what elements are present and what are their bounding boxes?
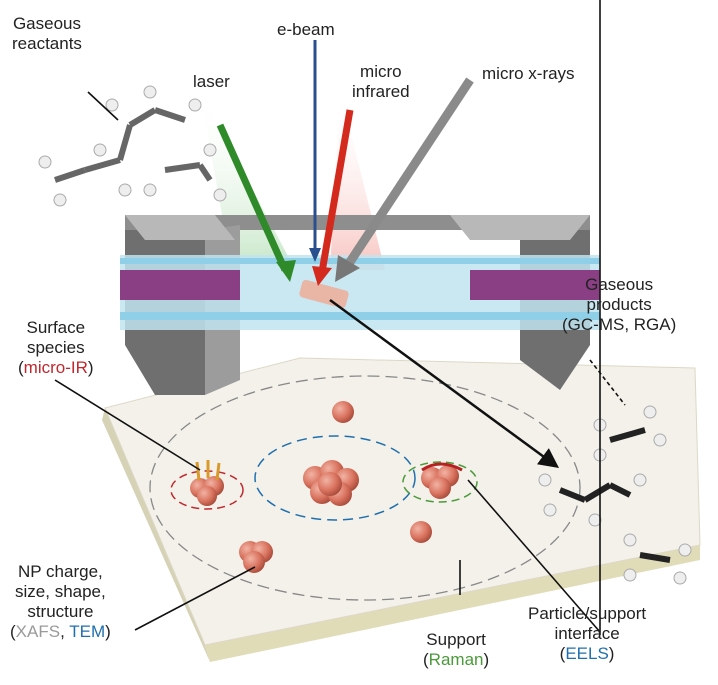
label-line: size, shape,: [15, 582, 106, 601]
technique-tem: TEM: [69, 622, 106, 641]
label-line: (GC-MS, RGA): [562, 315, 677, 334]
label-support: Support(Raman): [423, 630, 489, 670]
blue-dashed-ring: [254, 435, 416, 521]
reactant-molecules: [38, 85, 227, 207]
label-line: infrared: [352, 82, 410, 101]
leader-lines: [54, 0, 626, 635]
label-laser: laser: [193, 72, 230, 91]
green-dashed-ring: [402, 461, 478, 503]
label-line: Support: [426, 630, 486, 649]
support-plate: [102, 357, 701, 662]
beams: [216, 40, 560, 468]
label-line: (XAFS, TEM): [10, 622, 111, 641]
label-line: micro: [360, 62, 402, 81]
technique-eels: EELS: [565, 644, 609, 663]
product-flow-arrow: [329, 298, 560, 468]
technique-raman: Raman: [428, 650, 484, 669]
label-line: reactants: [12, 34, 82, 53]
label-line: (EELS): [559, 644, 615, 663]
label-micro-xrays: micro x-rays: [482, 64, 575, 83]
xray-beam: [344, 77, 474, 268]
label-line: products: [586, 295, 652, 314]
infrared-beam: [318, 109, 354, 273]
label-line: Surface: [26, 318, 86, 337]
technique-xafs: XAFS: [15, 622, 61, 641]
laser-beam: [216, 123, 289, 272]
label-np: NP charge,size, shape,structure(XAFS, TE…: [10, 562, 111, 642]
sample-particles: [299, 279, 349, 309]
label-line: species: [26, 338, 85, 357]
reactor-chip: [120, 215, 600, 395]
label-line: Particle/support: [528, 604, 647, 623]
outer-dashed-ring: [149, 375, 581, 601]
label-line: NP charge,: [18, 562, 103, 581]
label-line: Gaseous: [585, 275, 654, 294]
product-molecules: [538, 405, 692, 585]
label-line: (micro-IR): [18, 358, 94, 377]
label-line: (Raman): [423, 650, 490, 669]
technique-micro-ir: micro-IR: [23, 358, 88, 377]
nanoparticles: [190, 401, 463, 573]
label-line: structure: [27, 602, 94, 621]
label-ebeam: e-beam: [277, 20, 335, 39]
label-line: Gaseous: [12, 14, 81, 33]
label-line: interface: [554, 624, 620, 643]
